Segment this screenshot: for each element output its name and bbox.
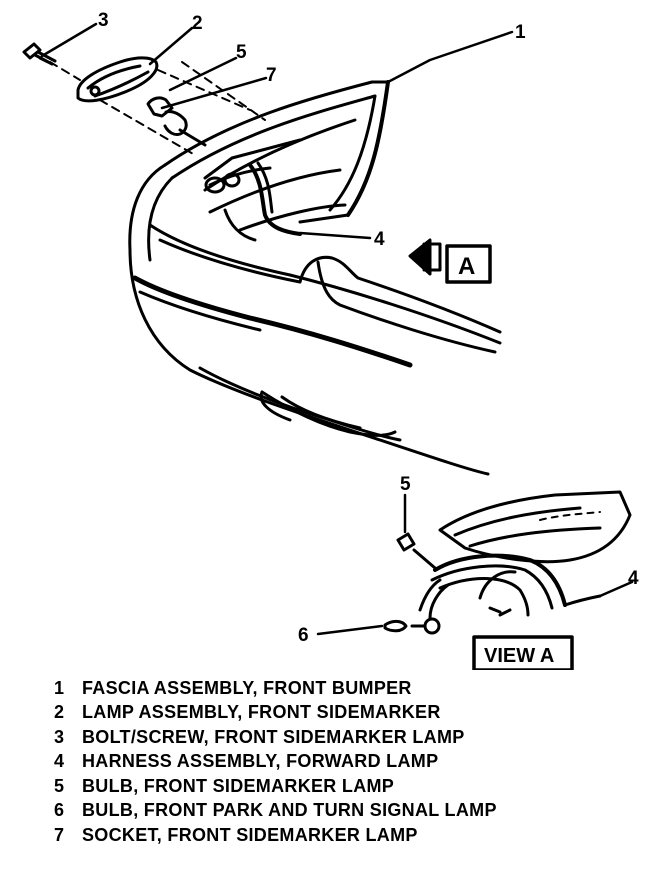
legend-number: 4	[54, 751, 65, 772]
parts-legend: 1 FASCIA ASSEMBLY, FRONT BUMPER 2 LAMP A…	[46, 676, 646, 848]
callout-5: 5	[236, 42, 247, 63]
legend-item: 2 LAMP ASSEMBLY, FRONT SIDEMARKER	[46, 701, 646, 726]
assembly-lines	[49, 61, 266, 156]
legend-text: SOCKET, FRONT SIDEMARKER LAMP	[82, 824, 418, 845]
callout-1: 1	[515, 22, 526, 43]
legend-item: 1 FASCIA ASSEMBLY, FRONT BUMPER	[46, 676, 646, 701]
legend-number: 3	[54, 726, 65, 747]
legend-item: 7 SOCKET, FRONT SIDEMARKER LAMP	[46, 823, 646, 848]
view-a-callout-5: 5	[400, 474, 411, 495]
legend-number: 5	[54, 775, 65, 796]
view-a-arrow	[408, 238, 492, 284]
legend-number: 6	[54, 800, 65, 821]
legend-item: 4 HARNESS ASSEMBLY, FORWARD LAMP	[46, 750, 646, 775]
view-a-callout-4: 4	[628, 568, 639, 589]
legend-text: FASCIA ASSEMBLY, FRONT BUMPER	[82, 677, 412, 698]
legend-text: LAMP ASSEMBLY, FRONT SIDEMARKER	[82, 702, 441, 723]
callout-3: 3	[98, 10, 109, 31]
legend-number: 1	[54, 677, 65, 698]
bumper-fascia	[128, 80, 502, 476]
legend-text: BOLT/SCREW, FRONT SIDEMARKER LAMP	[82, 726, 465, 747]
legend-text: HARNESS ASSEMBLY, FORWARD LAMP	[82, 751, 439, 772]
legend-item: 5 BULB, FRONT SIDEMARKER LAMP	[46, 774, 646, 799]
legend-number: 2	[54, 702, 65, 723]
legend-text: BULB, FRONT PARK AND TURN SIGNAL LAMP	[82, 800, 497, 821]
view-arrow-letter: A	[458, 253, 475, 280]
socket-and-harness	[203, 138, 302, 236]
exploded-diagram: 3 2 5 7 1 4 A 5 4 6 VIEW A	[22, 10, 639, 670]
sidemarker-lamp-assembly	[22, 42, 207, 147]
legend-item: 6 BULB, FRONT PARK AND TURN SIGNAL LAMP	[46, 799, 646, 824]
view-a-detail	[316, 490, 634, 670]
legend-number: 7	[54, 824, 65, 845]
view-a-callout-6: 6	[298, 625, 309, 646]
view-a-title: VIEW A	[484, 645, 554, 667]
legend-item: 3 BOLT/SCREW, FRONT SIDEMARKER LAMP	[46, 725, 646, 750]
callout-2: 2	[192, 13, 203, 34]
legend-text: BULB, FRONT SIDEMARKER LAMP	[82, 775, 395, 796]
callout-7: 7	[266, 65, 277, 86]
leader-lines	[40, 22, 514, 240]
callout-4: 4	[374, 229, 385, 250]
